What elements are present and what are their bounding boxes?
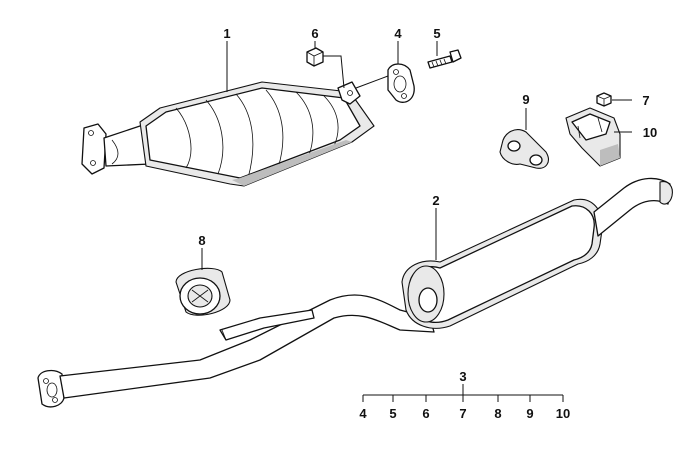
kit-item: 6 (422, 406, 429, 421)
kit-item: 5 (389, 406, 396, 421)
kit-item: 9 (526, 406, 533, 421)
callout-2: 2 (432, 193, 439, 208)
rubber-mount-part-8 (175, 267, 231, 316)
leader-lines (201, 41, 632, 402)
callout-9: 9 (522, 92, 529, 107)
callout-3: 3 (459, 369, 466, 384)
callout-labels: 1 2 3 4 5 6 7 8 9 10 (198, 26, 657, 384)
callout-5: 5 (433, 26, 440, 41)
rubber-hanger-part-9 (499, 129, 549, 169)
callout-8: 8 (198, 233, 205, 248)
kit-item: 7 (459, 406, 466, 421)
callout-6: 6 (311, 26, 318, 41)
callout-7: 7 (642, 93, 649, 108)
callout-1: 1 (223, 26, 230, 41)
muffler-and-pipe (37, 177, 673, 408)
catalytic-converter (81, 81, 375, 187)
nut-part-7 (596, 92, 612, 107)
callout-4: 4 (394, 26, 402, 41)
kit-item: 10 (556, 406, 570, 421)
bracket-part-10 (565, 107, 621, 167)
callout-10: 10 (643, 125, 657, 140)
gasket-part-4 (387, 63, 415, 103)
nut-part-6 (306, 47, 324, 67)
kit-item: 4 (359, 406, 367, 421)
kit-item: 8 (494, 406, 501, 421)
bolt-part-5 (427, 49, 462, 69)
kit-row: 4 5 6 7 8 9 10 (359, 406, 570, 421)
